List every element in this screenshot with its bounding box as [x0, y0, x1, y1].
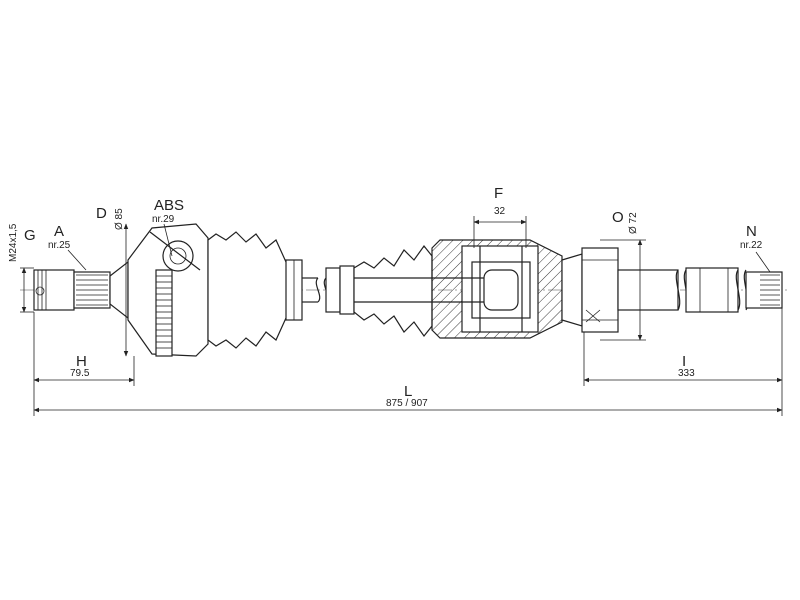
- label-abs-nr: nr.29: [152, 214, 175, 225]
- gearbox-spline: [760, 274, 780, 306]
- wheel-side-stub: [33, 260, 129, 320]
- label-n: N: [746, 223, 757, 240]
- n-leader: [755, 251, 771, 273]
- label-l: L: [404, 383, 412, 400]
- output-shaft: [617, 267, 783, 313]
- inner-boot: [323, 245, 440, 337]
- label-i-val: 333: [678, 368, 695, 379]
- shaft-left: [302, 277, 321, 303]
- label-g: G: [24, 227, 36, 244]
- label-d-dia: Ø 85: [114, 208, 125, 230]
- label-l-val: 875 / 907: [386, 398, 428, 409]
- label-a-nr: nr.25: [48, 240, 71, 251]
- outer-boot: [207, 231, 303, 349]
- abs-ring: [155, 269, 173, 357]
- label-abs: ABS: [154, 197, 184, 214]
- label-o: O: [612, 209, 624, 226]
- wheel-spline: [76, 274, 108, 306]
- inner-joint-housing: [431, 239, 563, 339]
- label-n-nr: nr.22: [740, 240, 763, 251]
- label-h: H: [76, 353, 87, 370]
- label-f-val: 32: [494, 206, 506, 217]
- abs-leader: [163, 223, 173, 257]
- label-f: F: [494, 185, 503, 202]
- label-a: A: [54, 223, 64, 240]
- bearing-flange: [561, 247, 619, 333]
- label-i: I: [682, 353, 686, 370]
- label-o-dia: Ø 72: [628, 212, 639, 234]
- label-h-val: 79.5: [70, 368, 90, 379]
- outer-cv-joint: [127, 223, 209, 357]
- a-leader: [67, 249, 87, 271]
- label-d: D: [96, 205, 107, 222]
- label-m24: M24x1,5: [8, 223, 19, 262]
